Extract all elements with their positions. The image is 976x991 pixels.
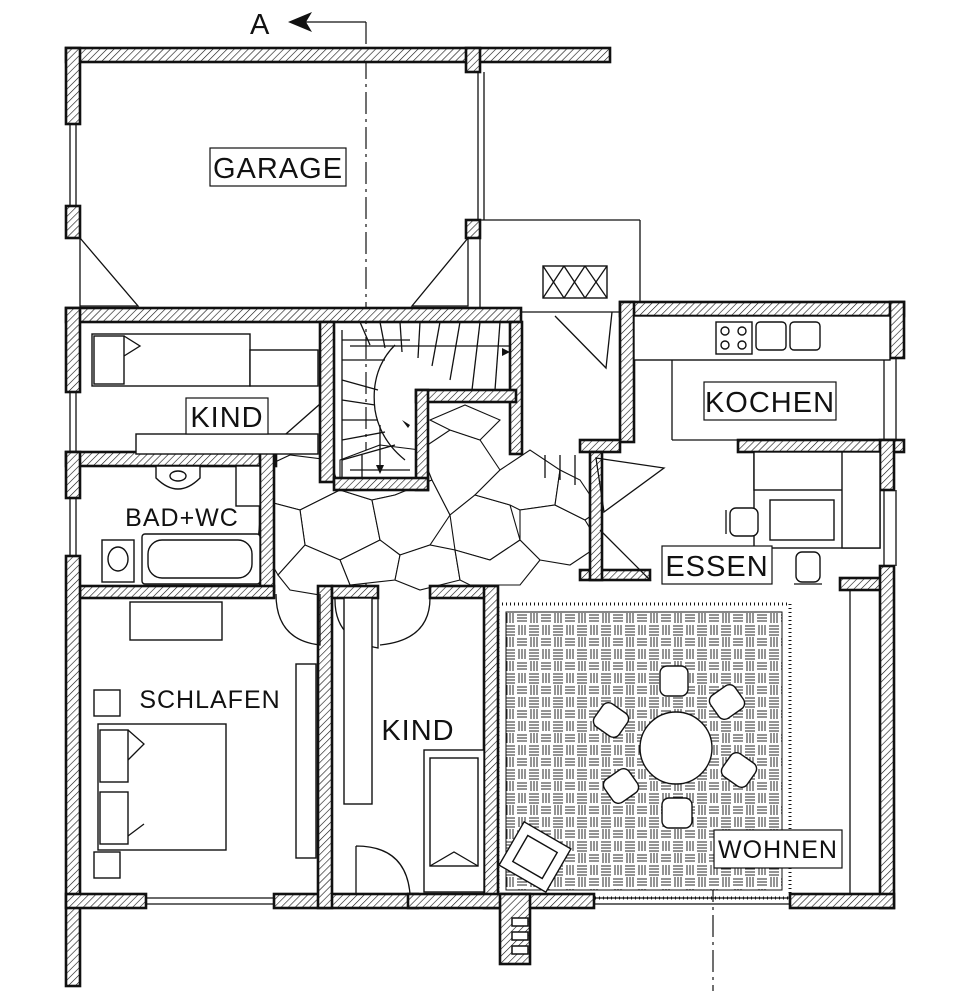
dining-chairs	[725, 507, 822, 585]
chimney	[511, 917, 529, 955]
bedroom-furniture	[93, 601, 317, 879]
boiler	[542, 265, 613, 370]
garage-doors	[70, 236, 480, 309]
svg-text:KIND: KIND	[190, 402, 263, 434]
room-label-kind-lower: KIND	[381, 715, 454, 747]
room-label-essen: ESSEN	[661, 545, 773, 585]
windows	[69, 72, 897, 905]
staircase	[341, 321, 576, 485]
kitchen-fixtures	[633, 315, 891, 549]
living-room-furniture	[498, 665, 758, 894]
svg-text:BAD+WC: BAD+WC	[125, 504, 239, 532]
svg-text:ESSEN: ESSEN	[665, 551, 768, 583]
svg-text:GARAGE: GARAGE	[213, 153, 343, 185]
room-label-schlafen: SCHLAFEN	[139, 686, 280, 714]
svg-text:SCHLAFEN: SCHLAFEN	[139, 686, 280, 714]
room-label-wohnen: WOHNEN	[713, 829, 843, 869]
kind-upper-furniture	[91, 333, 319, 455]
room-label-kochen: KOCHEN	[703, 381, 837, 421]
kind-lower-furniture	[343, 597, 485, 895]
room-label-bad-wc: BAD+WC	[125, 504, 239, 532]
section-marker-label: A	[250, 9, 270, 41]
bathroom-fixtures	[101, 465, 261, 585]
room-label-kind-upper: KIND	[185, 397, 269, 435]
svg-text:KIND: KIND	[381, 715, 454, 747]
svg-text:KOCHEN: KOCHEN	[705, 387, 835, 419]
svg-text:WOHNEN: WOHNEN	[718, 836, 838, 864]
room-label-garage: GARAGE	[209, 147, 347, 187]
